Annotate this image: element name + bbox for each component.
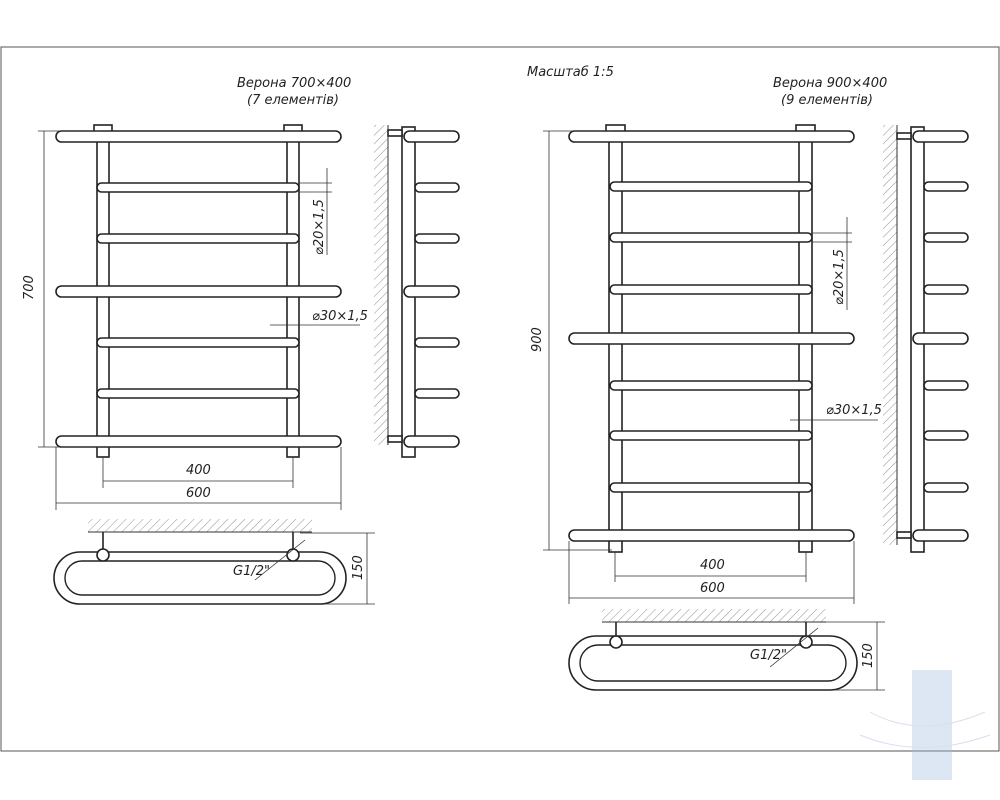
left-top-connection-right xyxy=(286,548,300,562)
left-large-tube-dim: ⌀30×1,5 xyxy=(312,309,368,324)
right-side-wall-hatch xyxy=(883,125,897,545)
left-side-bar-4 xyxy=(403,285,460,298)
left-side-bar-2 xyxy=(414,182,460,193)
left-side-bar-5 xyxy=(414,337,460,348)
right-title-line1: Верона 900×400 xyxy=(773,76,887,91)
drawing-frame xyxy=(0,46,1000,752)
right-bar-2 xyxy=(609,181,813,192)
right-connection-dim: G1/2" xyxy=(750,648,787,663)
left-bar-2 xyxy=(96,182,300,193)
right-side-bar-3 xyxy=(923,232,969,243)
right-bar-9 xyxy=(568,529,855,542)
left-side-bracket-top xyxy=(387,129,403,137)
right-between-posts-dim: 400 xyxy=(700,558,725,573)
right-top-connection-left xyxy=(609,635,623,649)
right-height-dim: 900 xyxy=(530,327,545,352)
left-small-tube-dim: ⌀20×1,5 xyxy=(312,199,327,255)
right-towel-rail-drawing: Верона 900×400 (9 елементів) 900 400 600 xyxy=(530,76,969,691)
left-bar-4 xyxy=(55,285,342,298)
right-bar-6 xyxy=(609,380,813,391)
right-bar-5 xyxy=(568,332,855,345)
right-large-tube-dim: ⌀30×1,5 xyxy=(826,403,882,418)
right-width-dim: 600 xyxy=(700,581,725,596)
watermark-logo xyxy=(859,670,991,780)
right-side-bar-4 xyxy=(923,284,969,295)
right-bar-3 xyxy=(609,232,813,243)
right-side-bar-1 xyxy=(912,130,969,143)
right-bar-1 xyxy=(568,130,855,143)
left-bar-1 xyxy=(55,130,342,143)
right-side-bar-9 xyxy=(912,529,969,542)
right-small-tube-dim: ⌀20×1,5 xyxy=(832,249,847,305)
left-top-view-outer-bar xyxy=(53,551,347,605)
left-width-dim: 600 xyxy=(186,486,211,501)
right-side-bar-5 xyxy=(912,332,969,345)
right-title-line2: (9 елементів) xyxy=(781,93,873,108)
left-side-wall-hatch xyxy=(374,125,388,445)
left-side-bar-3 xyxy=(414,233,460,244)
right-depth-dim: 150 xyxy=(861,643,876,668)
left-bar-7 xyxy=(55,435,342,448)
right-side-bracket-bottom xyxy=(896,531,912,539)
left-side-bar-7 xyxy=(403,435,460,448)
left-connection-dim: G1/2" xyxy=(233,564,270,579)
left-title-line2: (7 елементів) xyxy=(247,93,339,108)
left-bar-5 xyxy=(96,337,300,348)
left-title-line1: Верона 700×400 xyxy=(237,76,351,91)
left-bar-6 xyxy=(96,388,300,399)
left-top-connection-left xyxy=(96,548,110,562)
right-bar-4 xyxy=(609,284,813,295)
right-side-bar-2 xyxy=(923,181,969,192)
left-bar-3 xyxy=(96,233,300,244)
left-side-bar-6 xyxy=(414,388,460,399)
right-side-bracket-top xyxy=(896,132,912,140)
right-bar-7 xyxy=(609,430,813,441)
right-side-bar-6 xyxy=(923,380,969,391)
left-side-bracket-bottom xyxy=(387,435,403,443)
left-depth-dim: 150 xyxy=(351,555,366,580)
left-height-dim: 700 xyxy=(22,275,37,300)
left-side-bar-1 xyxy=(403,130,460,143)
left-top-wall-hatch xyxy=(88,519,312,532)
left-towel-rail-drawing: Верона 700×400 (7 елементів) 700 400 600 xyxy=(22,76,460,605)
scale-label: Масштаб 1:5 xyxy=(527,65,614,80)
right-bar-8 xyxy=(609,482,813,493)
right-top-wall-hatch xyxy=(602,609,826,622)
left-between-posts-dim: 400 xyxy=(186,463,211,478)
right-side-bar-7 xyxy=(923,430,969,441)
right-side-bar-8 xyxy=(923,482,969,493)
